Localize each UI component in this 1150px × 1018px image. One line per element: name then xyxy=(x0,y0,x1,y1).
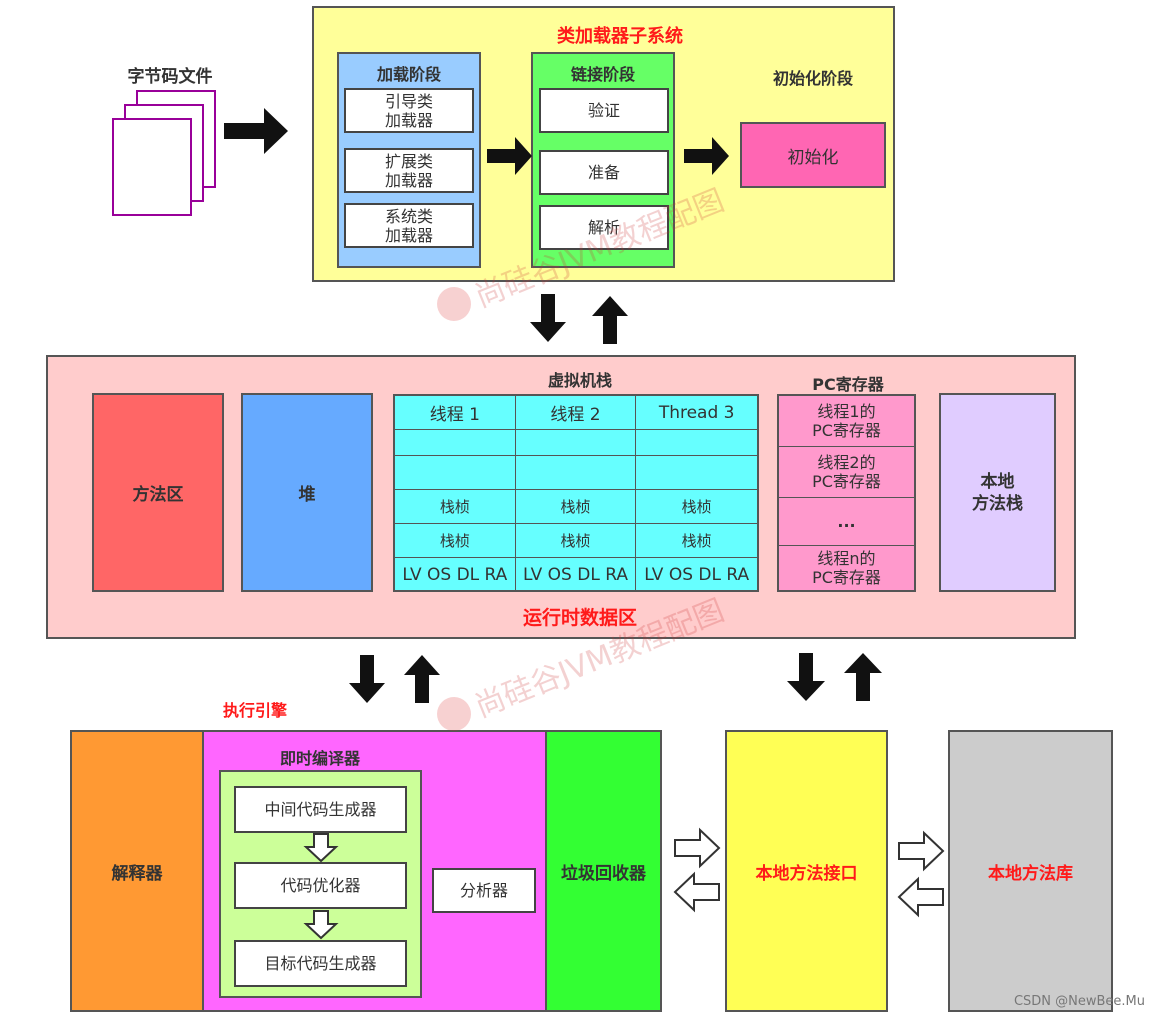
native-method-library: 本地方法库 xyxy=(948,730,1113,1012)
profiler: 分析器 xyxy=(432,868,536,913)
hollow-arrow-right-icon xyxy=(898,830,945,872)
arrow-up-icon xyxy=(844,653,882,701)
intermediate-code-generator: 中间代码生成器 xyxy=(234,786,407,833)
method-area: 方法区 xyxy=(92,393,224,592)
pc-register-title: PC寄存器 xyxy=(812,375,884,394)
jit-compiler-title: 即时编译器 xyxy=(279,749,360,768)
native-method-stack: 本地 方法栈 xyxy=(939,393,1056,592)
pc-register: 线程1的 PC寄存器 线程2的 PC寄存器 ... 线程n的 PC寄存器 xyxy=(777,394,916,592)
frame-locals: LV OS DL RA xyxy=(395,558,516,592)
pc-register-ellipsis: ... xyxy=(779,498,914,546)
thread-3-header: Thread 3 xyxy=(636,396,757,430)
vm-stack-grid: 线程 1 线程 2 Thread 3 栈桢 栈桢 栈桢 栈桢 栈桢 栈桢 LV … xyxy=(393,394,759,592)
hollow-arrow-left-icon xyxy=(897,876,944,918)
prepare-box: 准备 xyxy=(539,150,669,195)
verify-box: 验证 xyxy=(539,88,669,133)
stack-empty-cell xyxy=(636,430,757,456)
stack-frame: 栈桢 xyxy=(515,490,637,524)
thread-1-header: 线程 1 xyxy=(395,396,516,430)
stack-empty-cell xyxy=(395,456,516,490)
stack-empty-cell xyxy=(395,430,516,456)
hollow-arrow-left-icon xyxy=(673,871,720,913)
arrow-up-icon xyxy=(592,296,628,344)
runtime-data-area-title: 运行时数据区 xyxy=(522,607,637,629)
code-optimizer: 代码优化器 xyxy=(234,862,407,909)
init-phase-title: 初始化阶段 xyxy=(772,69,853,88)
pc-register-thread-2: 线程2的 PC寄存器 xyxy=(779,447,914,498)
interpreter: 解释器 xyxy=(70,730,204,1012)
arrow-right-icon xyxy=(487,137,532,175)
arrow-down-icon xyxy=(787,653,825,701)
execution-engine-title: 执行引擎 xyxy=(222,701,287,720)
bytecode-label: 字节码文件 xyxy=(127,67,213,87)
stack-frame: 栈桢 xyxy=(636,524,757,558)
native-method-interface: 本地方法接口 xyxy=(725,730,888,1012)
arrow-down-icon xyxy=(349,655,385,703)
linking-phase-title: 链接阶段 xyxy=(570,65,635,84)
arrow-right-icon xyxy=(684,137,729,175)
resolve-box: 解析 xyxy=(539,205,669,250)
target-code-generator: 目标代码生成器 xyxy=(234,940,407,987)
hollow-arrow-down-icon xyxy=(303,910,339,940)
stack-frame: 栈桢 xyxy=(636,490,757,524)
hollow-arrow-down-icon xyxy=(303,833,339,863)
class-loader-title: 类加载器子系统 xyxy=(557,26,683,47)
arrow-up-icon xyxy=(404,655,440,703)
arrow-right-icon xyxy=(224,108,288,154)
init-box: 初始化 xyxy=(740,122,886,188)
pc-register-thread-1: 线程1的 PC寄存器 xyxy=(779,396,914,447)
stack-frame: 栈桢 xyxy=(515,524,637,558)
hollow-arrow-right-icon xyxy=(674,827,721,869)
stack-empty-cell xyxy=(515,456,637,490)
credit-text: CSDN @NewBee.Mu xyxy=(1013,994,1145,1009)
bootstrap-loader: 引导类 加载器 xyxy=(344,88,474,133)
pc-register-thread-n: 线程n的 PC寄存器 xyxy=(812,549,881,587)
stack-empty-cell xyxy=(636,456,757,490)
arrow-down-icon xyxy=(530,294,566,342)
frame-locals: LV OS DL RA xyxy=(516,558,637,592)
thread-2-header: 线程 2 xyxy=(515,396,637,430)
heap: 堆 xyxy=(241,393,373,592)
stack-empty-cell xyxy=(515,430,637,456)
extension-loader: 扩展类 加载器 xyxy=(344,148,474,193)
watermark-logo-icon xyxy=(431,281,477,327)
stack-frame: 栈桢 xyxy=(395,524,516,558)
stack-frame: 栈桢 xyxy=(395,490,516,524)
frame-locals: LV OS DL RA xyxy=(644,565,750,585)
garbage-collector: 垃圾回收器 xyxy=(545,730,662,1012)
loading-phase-title: 加载阶段 xyxy=(376,65,441,84)
bytecode-file-icon xyxy=(112,90,222,218)
vm-stack-title: 虚拟机栈 xyxy=(547,371,612,390)
system-loader: 系统类 加载器 xyxy=(344,203,474,248)
